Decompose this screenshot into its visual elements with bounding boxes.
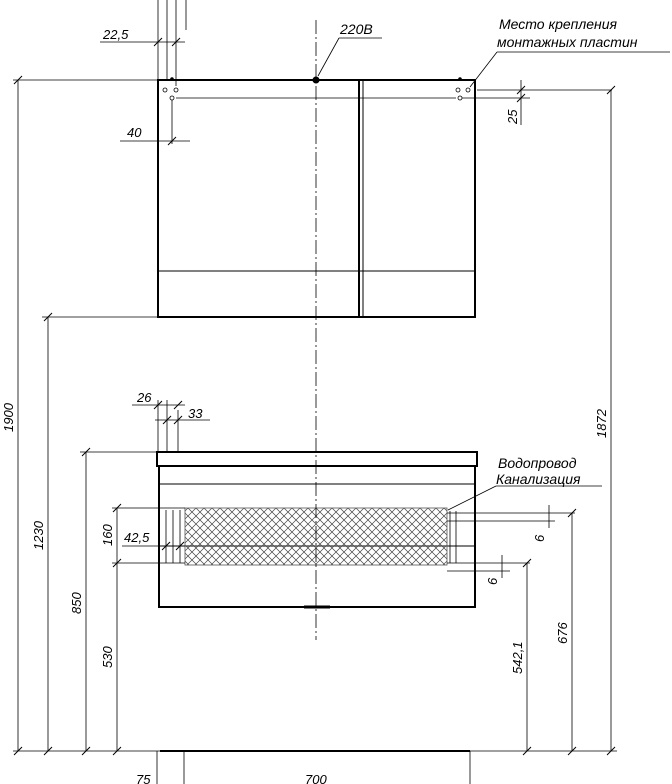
cabinet-outline — [157, 79, 476, 318]
dim-33: 33 — [188, 406, 203, 421]
washbasin-top — [156, 451, 478, 467]
dim-6-top: 6 — [532, 534, 547, 542]
dim-700: 700 — [305, 772, 327, 784]
dim-1900: 1900 — [1, 402, 16, 432]
dim-1872: 1872 — [594, 408, 609, 438]
water-supply-label: Водопровод — [498, 455, 577, 471]
sewer-label: Канализация — [496, 471, 581, 487]
dim-25: 25 — [505, 109, 520, 125]
dim-542-1: 542,1 — [510, 641, 525, 674]
dim-850: 850 — [69, 592, 84, 614]
mount-point-icon — [169, 95, 175, 101]
dim-42-5: 42,5 — [124, 530, 150, 545]
mount-point-icon — [455, 87, 461, 93]
mount-point-icon — [173, 87, 179, 93]
mirror-cabinet — [157, 76, 476, 318]
dim-160: 160 — [100, 524, 115, 546]
vanity-unit — [156, 451, 478, 752]
mount-point-icon — [458, 77, 462, 81]
mount-point-icon — [170, 77, 174, 81]
mount-label-line2: монтажных пластин — [497, 34, 638, 50]
dim-530: 530 — [100, 646, 115, 668]
mount-label-line1: Место крепления — [499, 16, 618, 32]
power-point-icon — [312, 76, 320, 84]
dim-22-5: 22,5 — [102, 27, 129, 42]
dim-676: 676 — [555, 622, 570, 644]
dim-40: 40 — [127, 125, 142, 140]
dimension-ticks — [13, 37, 616, 756]
dim-26: 26 — [136, 390, 152, 405]
power-label: 220B — [339, 21, 373, 37]
mount-point-icon — [457, 95, 463, 101]
dim-1230: 1230 — [31, 520, 46, 550]
dim-75: 75 — [136, 772, 151, 784]
dimension-lines — [13, 0, 670, 784]
dim-6-bottom: 6 — [485, 577, 500, 585]
mount-point-icon — [162, 87, 168, 93]
mount-point-icon — [465, 87, 471, 93]
